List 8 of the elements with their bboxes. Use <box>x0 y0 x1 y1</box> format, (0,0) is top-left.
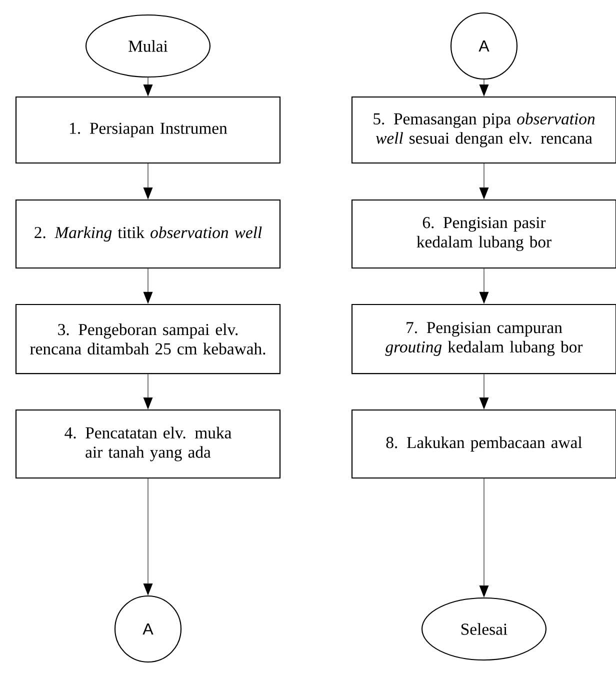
process-box: 2. Marking titik observation well <box>15 199 281 269</box>
process-box: 3. Pengeboran sampai elv. rencana ditambah 25 cm kebawah. <box>15 304 281 374</box>
process-box: 1. Persiapan Instrumen <box>15 96 281 164</box>
process-box: 7. Pengisian campuran grouting kedalam lubang bor <box>351 304 616 374</box>
process-box: 4. Pencatatan elv. muka air tanah yang ada <box>15 409 281 479</box>
process-box: 6. Pengisian pasir kedalam lubang bor <box>351 199 616 269</box>
process-box: 8. Lakukan pembacaan awal <box>351 409 616 479</box>
process-box: 5. Pemasangan pipa observation well sesuai dengan elv. rencana <box>351 96 616 164</box>
